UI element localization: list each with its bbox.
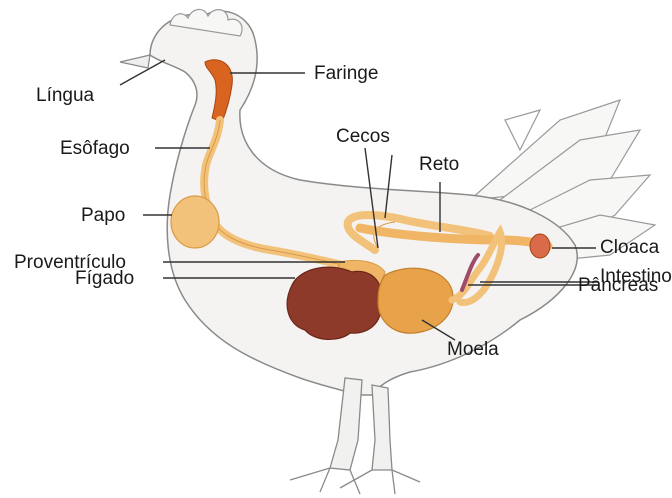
cloaca-organ bbox=[530, 234, 550, 258]
label-pancreas: Pâncreas bbox=[578, 276, 658, 295]
label-cloaca: Cloaca bbox=[600, 238, 659, 257]
label-figado: Fígado bbox=[75, 269, 134, 288]
label-moela: Moela bbox=[447, 340, 499, 359]
crop-organ bbox=[171, 196, 219, 248]
liver-organ bbox=[287, 267, 381, 339]
label-faringe: Faringe bbox=[314, 64, 378, 83]
label-esofago: Esôfago bbox=[60, 139, 130, 158]
label-lingua: Língua bbox=[36, 86, 94, 105]
label-cecos: Cecos bbox=[336, 127, 390, 146]
label-papo: Papo bbox=[81, 206, 125, 225]
label-reto: Reto bbox=[419, 155, 459, 174]
legs bbox=[290, 378, 420, 494]
beak bbox=[120, 55, 150, 68]
